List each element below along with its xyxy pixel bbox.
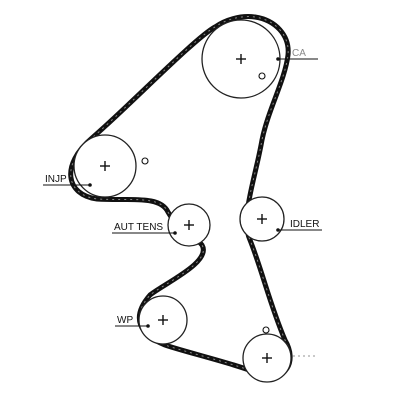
auto-tensioner-pulley: [167, 203, 211, 247]
injection-pump-label: INJP: [45, 174, 67, 185]
auto-tensioner-label: AUT TENS: [114, 222, 163, 233]
idler-pulley: [239, 196, 285, 242]
cam-label: CA: [292, 48, 306, 59]
injection-pump-timing-mark: [141, 157, 149, 165]
cam-timing-mark: [258, 72, 266, 80]
injection-pump-pulley: [73, 134, 149, 198]
idler-label: IDLER: [290, 219, 319, 230]
cam-pulley: [201, 19, 281, 99]
crankshaft-pulley: [242, 326, 292, 383]
crankshaft-timing-mark: [262, 326, 270, 334]
water-pump-label: WP: [117, 315, 133, 326]
timing-belt: [68, 14, 293, 379]
water-pump-pulley: [138, 295, 188, 345]
